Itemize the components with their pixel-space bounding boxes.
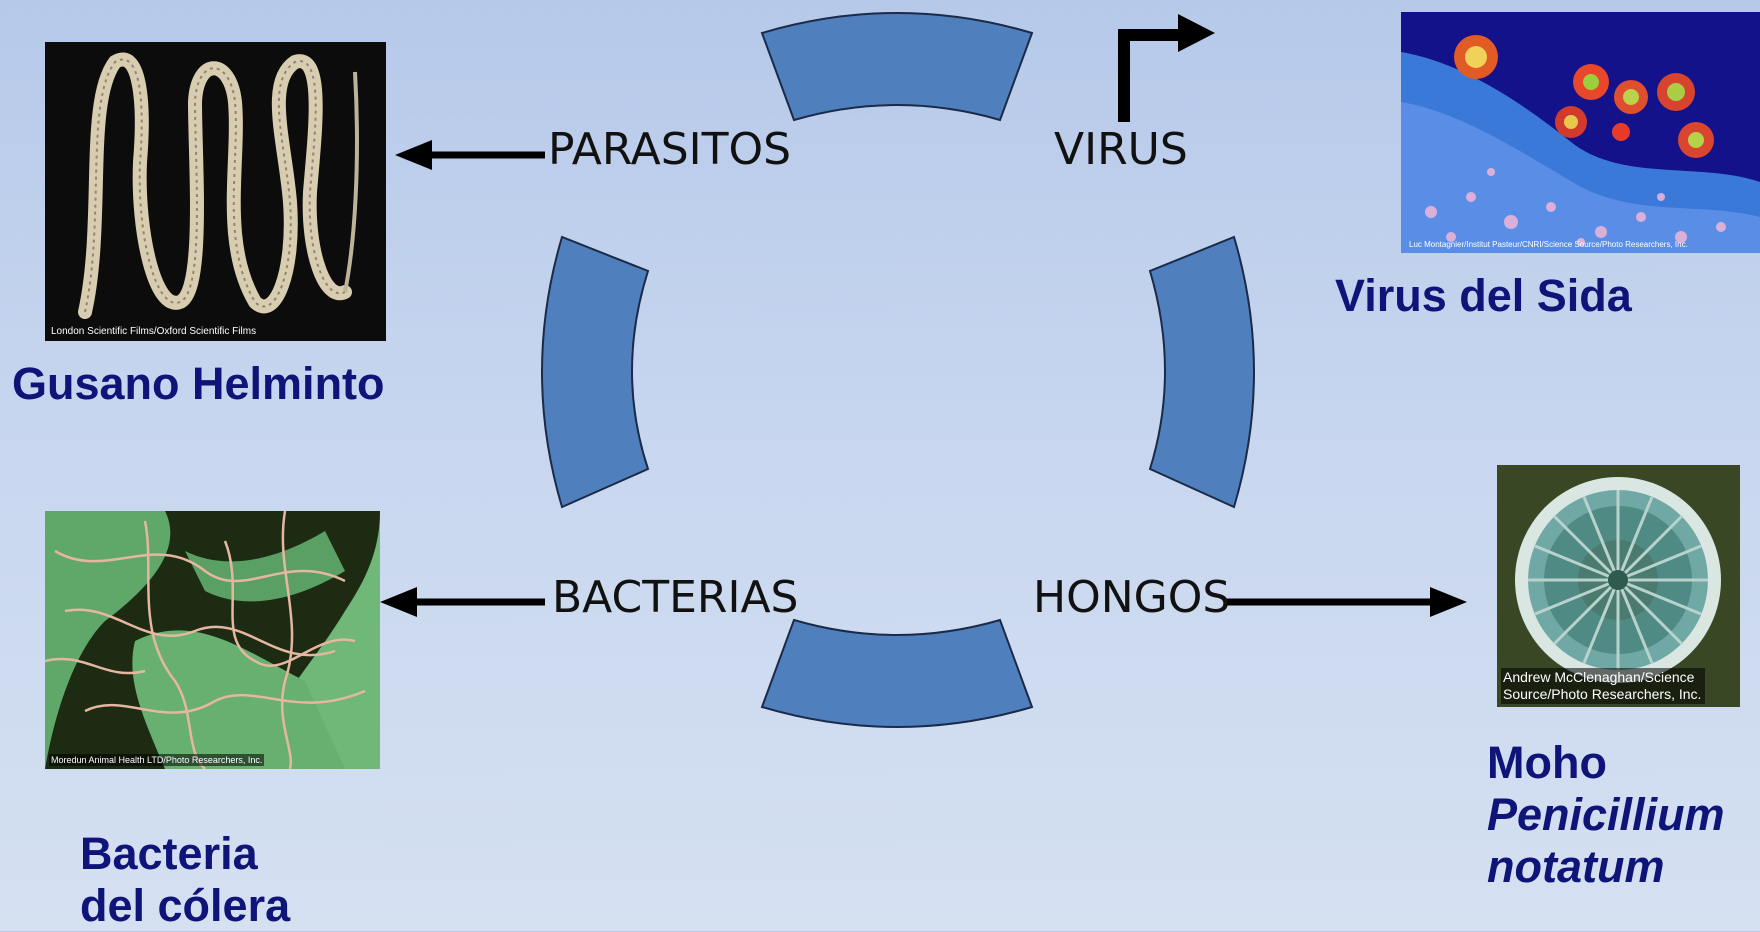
arrow-virus bbox=[1124, 14, 1215, 122]
ring-segment-right bbox=[1150, 237, 1254, 507]
label-parasitos: PARASITOS bbox=[548, 124, 791, 175]
arrow-bacteria bbox=[380, 587, 545, 617]
worm-illustration bbox=[45, 42, 386, 341]
hiv-photo: Luc Montagnier/Institut Pasteur/CNRI/Sci… bbox=[1401, 12, 1760, 253]
ring-segment-top bbox=[762, 13, 1032, 120]
caption-cholera-line2: del cólera bbox=[80, 880, 290, 932]
caption-mold-line3: notatum bbox=[1487, 841, 1725, 893]
ring-segment-left bbox=[542, 237, 648, 507]
hiv-credit: Luc Montagnier/Institut Pasteur/CNRI/Sci… bbox=[1407, 239, 1690, 250]
helminth-credit: London Scientific Films/Oxford Scientifi… bbox=[49, 325, 258, 338]
helminth-photo: London Scientific Films/Oxford Scientifi… bbox=[45, 42, 386, 341]
caption-cholera: Bacteria del cólera bbox=[80, 828, 290, 932]
cholera-photo: Moredun Animal Health LTD/Photo Research… bbox=[45, 511, 380, 769]
mold-photo: Andrew McClenaghan/Science Source/Photo … bbox=[1497, 465, 1740, 707]
caption-mold: Moho Penicillium notatum bbox=[1487, 737, 1725, 893]
caption-helminth: Gusano Helminto bbox=[12, 358, 385, 410]
arrow-fungi bbox=[1227, 587, 1467, 617]
caption-hiv: Virus del Sida bbox=[1335, 270, 1632, 322]
label-virus: VIRUS bbox=[1054, 124, 1188, 175]
bacteria-illustration bbox=[45, 511, 380, 769]
caption-mold-line1: Moho bbox=[1487, 737, 1725, 789]
label-hongos: HONGOS bbox=[1033, 572, 1230, 623]
ring-segment-bottom bbox=[762, 620, 1032, 727]
caption-mold-line2: Penicillium bbox=[1487, 789, 1725, 841]
arrow-parasites bbox=[395, 140, 545, 170]
label-bacterias: BACTERIAS bbox=[552, 572, 799, 623]
caption-cholera-line1: Bacteria bbox=[80, 828, 290, 880]
virus-illustration bbox=[1401, 12, 1760, 253]
cholera-credit: Moredun Animal Health LTD/Photo Research… bbox=[49, 754, 264, 766]
mold-credit: Andrew McClenaghan/Science Source/Photo … bbox=[1501, 668, 1705, 704]
